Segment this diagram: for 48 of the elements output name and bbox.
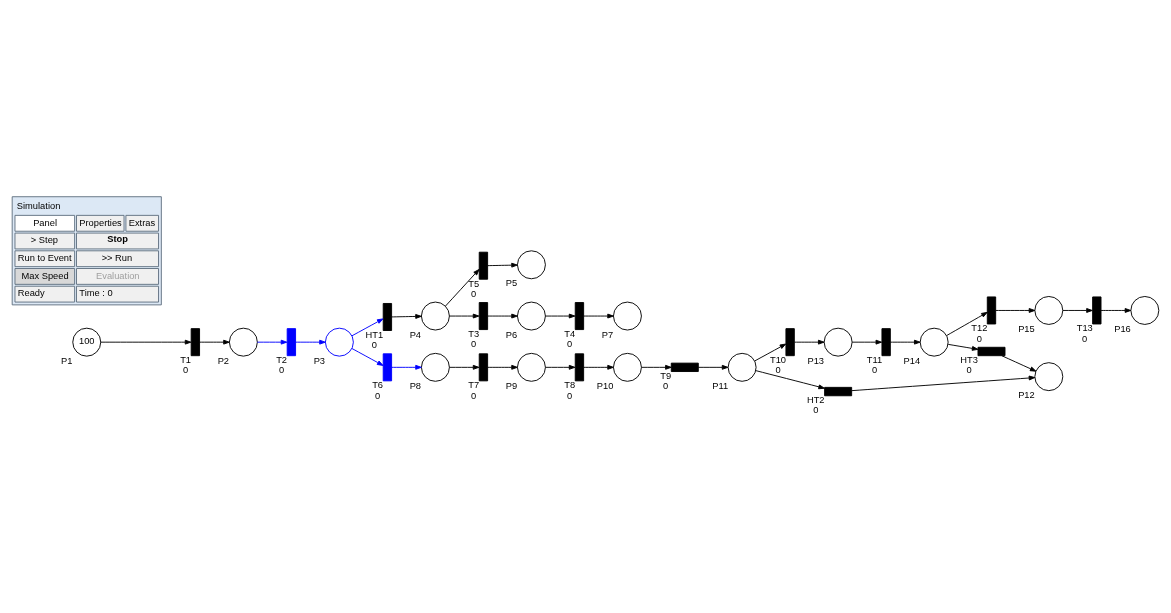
node-label: T13 [1076,323,1093,334]
node-label: T11 [866,355,883,366]
node-label: T6 [372,380,384,391]
node-label: 0 [966,365,972,376]
node-label: 0 [375,390,381,401]
node-label: 0 [871,365,878,376]
node-label: HT2 [806,395,825,406]
node-label: P3 [313,355,326,366]
node-label: 0 [279,365,285,376]
node-label: T5 [468,278,480,289]
node-label: T1 [180,355,192,366]
node-label: T9 [660,370,672,381]
node-label: 0 [1082,333,1088,344]
node-label: 0 [471,288,477,299]
node-label: P14 [903,355,921,366]
node-label: 0 [813,405,819,416]
node-label: T10 [769,355,787,366]
node-label: P2 [217,355,230,366]
node-label: T4 [564,329,576,340]
node-label: P15 [1018,323,1035,334]
node-label: T8 [564,380,576,391]
node-label: 0 [663,381,669,392]
node-label: P12 [1018,390,1035,401]
node-label: T12 [971,323,988,334]
node-label: 0 [471,339,477,350]
node-label: P6 [505,329,518,340]
node-label: HT1 [365,329,384,340]
node-label: 0 [471,390,477,401]
node-label: 0 [371,340,377,351]
node-label: P7 [601,329,614,340]
node-label: P16 [1114,323,1131,334]
node-label: P8 [409,380,422,391]
node-label: P10 [596,380,614,391]
node-label: P1 [61,355,73,366]
node-label: 0 [182,365,189,376]
node-label: P13 [807,355,825,366]
node-label: P5 [505,278,518,289]
node-label: T2 [276,355,288,366]
node-label: 0 [567,339,573,350]
node-label: P11 [712,380,729,391]
node-label: 0 [567,390,573,401]
node-label: 0 [976,333,982,344]
node-label: 0 [775,365,781,376]
node-label: T3 [468,329,480,340]
node-label: T7 [468,380,480,391]
node-label: P4 [409,329,422,340]
node-label: P9 [505,380,518,391]
node-label: HT3 [960,355,978,366]
